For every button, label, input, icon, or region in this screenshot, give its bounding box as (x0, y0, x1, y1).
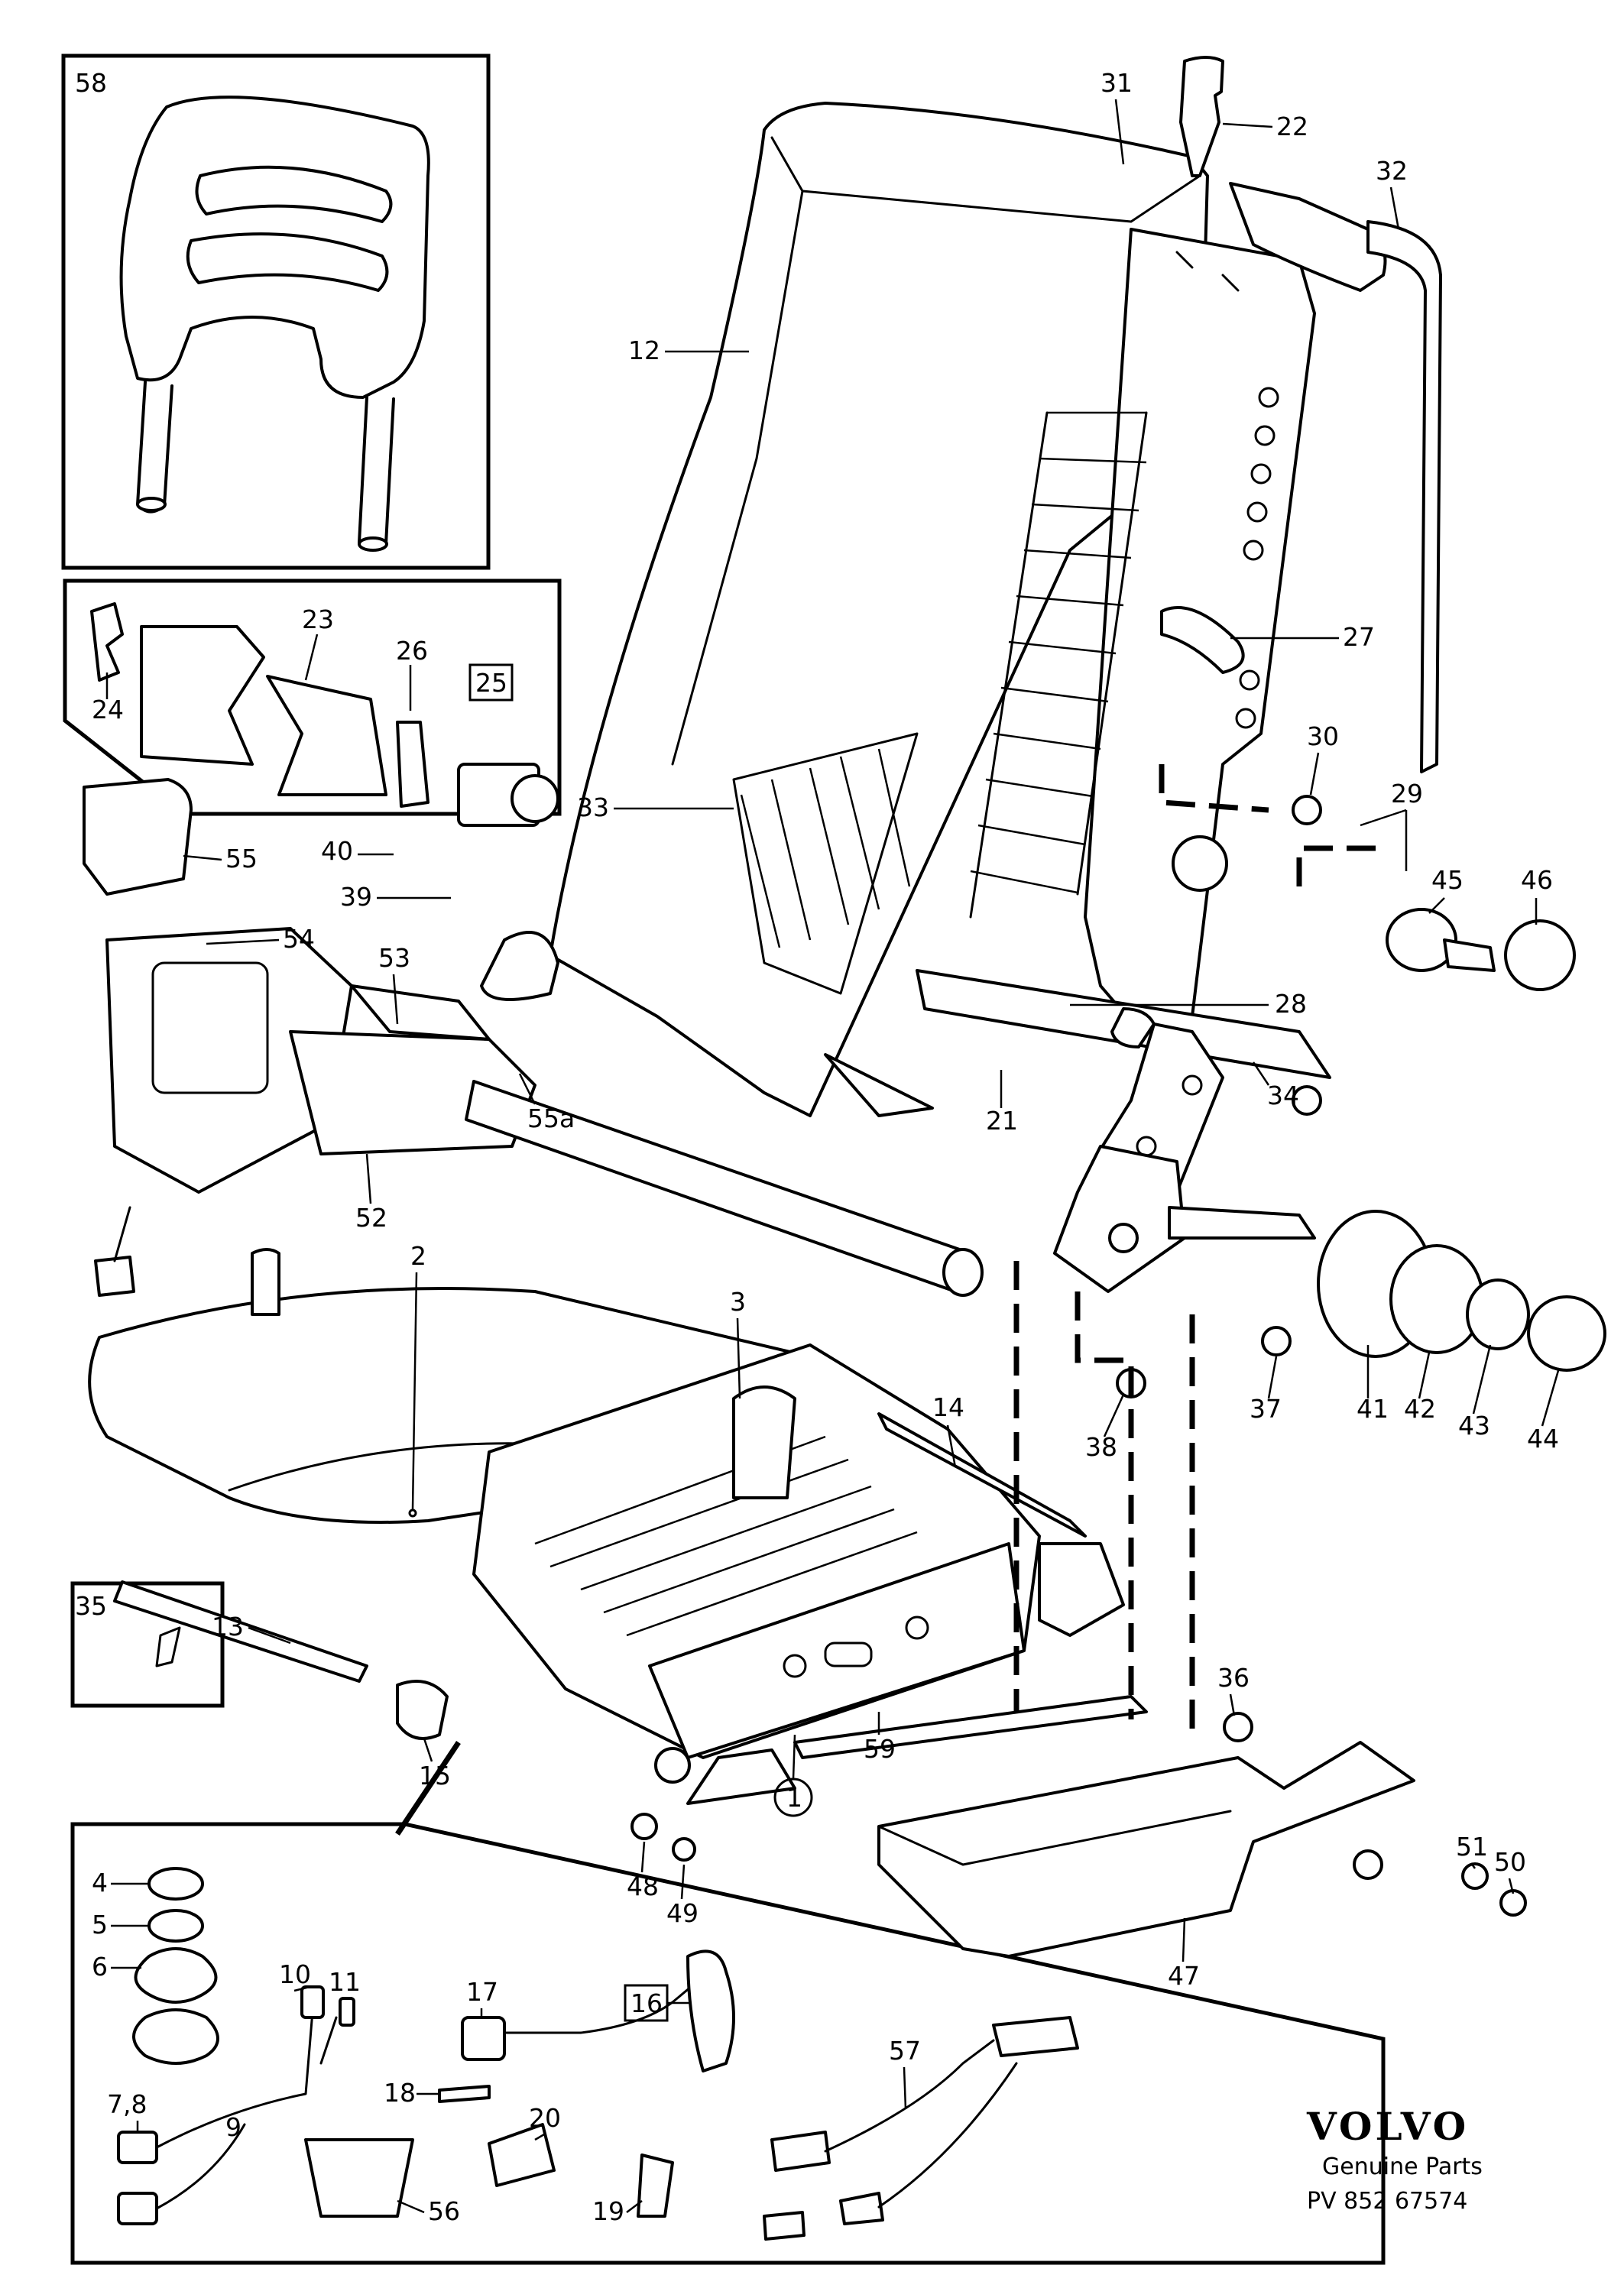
callout-2: 2 (410, 1241, 426, 1271)
callout-9: 9 (225, 2112, 241, 2142)
callout-54: 54 (283, 924, 315, 954)
callout-11: 11 (329, 1967, 361, 1997)
callout-28: 28 (1275, 989, 1307, 1019)
recline-knobs (1168, 908, 1606, 1372)
callout-49: 49 (666, 1898, 699, 1928)
callout-43: 43 (1458, 1411, 1490, 1441)
brand-block: VOLVO Genuine Parts PV 852 67574 (1306, 2104, 1483, 2215)
callout-14: 14 (932, 1392, 964, 1422)
callout-23: 23 (302, 604, 334, 634)
headrest (119, 96, 430, 552)
callout-10: 10 (279, 1959, 311, 1989)
callout-39: 39 (340, 882, 372, 912)
callout-31: 31 (1100, 68, 1133, 98)
callout-6: 6 (92, 1952, 108, 1982)
callout-37: 37 (1250, 1394, 1282, 1424)
callout-44: 44 (1527, 1424, 1559, 1453)
callout-35: 35 (75, 1591, 107, 1621)
callout-26: 26 (396, 636, 428, 666)
callout-22: 22 (1276, 112, 1308, 141)
callout-57: 57 (889, 2036, 921, 2066)
seat-back-frame (916, 228, 1331, 1293)
belt-stalk-parts (90, 602, 559, 827)
callout-25: 25 (475, 668, 507, 698)
callout-32: 32 (1376, 156, 1408, 186)
callout-50: 50 (1494, 1847, 1526, 1877)
callout-13: 13 (212, 1612, 244, 1641)
callout-41: 41 (1357, 1394, 1389, 1424)
dashed-leader (1159, 764, 1269, 813)
callout-21: 21 (986, 1106, 1018, 1136)
clip-part (155, 1626, 181, 1667)
callout-12: 12 (628, 335, 660, 365)
callout-52: 52 (355, 1203, 387, 1233)
callout-47: 47 (1168, 1961, 1200, 1991)
pointer-line (395, 1741, 461, 1836)
callout-15: 15 (419, 1761, 451, 1791)
belt-stalk-inset-box (63, 578, 562, 816)
callout-34: 34 (1267, 1081, 1299, 1110)
callout-5: 5 (92, 1910, 108, 1940)
callout-48: 48 (627, 1872, 659, 1901)
wiring-inset-box (70, 1822, 1386, 2265)
callout-19: 19 (592, 2196, 624, 2226)
callout-38: 38 (1085, 1432, 1117, 1462)
diagram-number: PV 852 67574 (1307, 2188, 1467, 2215)
callout-59: 59 (864, 1734, 896, 1764)
belt-reel-assembly (83, 778, 984, 1297)
callout-51: 51 (1456, 1832, 1488, 1862)
callout-40: 40 (321, 836, 353, 866)
callout-53: 53 (378, 943, 410, 973)
callout-33: 33 (577, 792, 609, 822)
headrest-inset-box (61, 53, 491, 570)
dashed-leader (1075, 1291, 1134, 1719)
brand-tagline: Genuine Parts (1322, 2154, 1483, 2180)
callout-45: 45 (1431, 865, 1464, 895)
callout-20: 20 (529, 2103, 561, 2133)
seat-back (549, 102, 1209, 1117)
callout-24: 24 (92, 695, 124, 724)
callout-56: 56 (428, 2196, 460, 2226)
clip-inset-box (70, 1581, 225, 1708)
callout-18: 18 (384, 2078, 416, 2108)
seat-frame (113, 1343, 1148, 1805)
callout-labels: 58 35 23 24 25 26 31 22 32 12 27 30 29 3… (75, 68, 1561, 2226)
dashed-leader (1296, 845, 1376, 886)
callout-1: 1 (786, 1783, 802, 1813)
callout-25-box (468, 663, 514, 702)
headrest-guide-and-handle (1179, 56, 1442, 773)
callout-17: 17 (466, 1977, 498, 2007)
callout-42: 42 (1404, 1394, 1436, 1424)
callout-27: 27 (1343, 622, 1375, 652)
callout-46: 46 (1521, 865, 1553, 895)
callout-29: 29 (1391, 779, 1423, 809)
callout-55a: 55a (527, 1103, 575, 1133)
brand-logo: VOLVO (1306, 2104, 1469, 2149)
callout-16: 16 (630, 1988, 663, 2018)
callout-3: 3 (730, 1287, 746, 1317)
callout-30: 30 (1307, 721, 1339, 751)
callout-55: 55 (225, 844, 258, 873)
callout-58: 58 (75, 68, 107, 98)
callout-7-8: 7,8 (107, 2089, 147, 2119)
callout-4: 4 (92, 1868, 108, 1897)
callout-36: 36 (1217, 1663, 1250, 1693)
wiring-parts (117, 1867, 1079, 2241)
armrest (877, 1741, 1415, 1958)
